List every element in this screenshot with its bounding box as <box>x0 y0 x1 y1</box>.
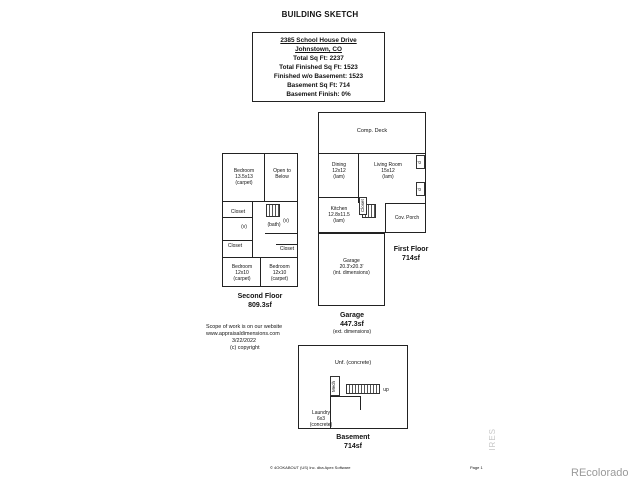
living-room-label: Living Room 15x12 (lam) <box>374 162 402 180</box>
page-title: BUILDING SKETCH <box>281 10 359 19</box>
vanity-label: (v) <box>241 224 247 230</box>
scope-note: Scope of work is on our website www.appr… <box>206 324 283 351</box>
page-number: Page 1 <box>470 465 483 470</box>
stairs-icon <box>266 204 280 217</box>
wall <box>252 201 254 257</box>
basement-outline <box>298 345 408 429</box>
bedroom-right-label: Bedroom 12x10 (carpet) <box>269 264 290 282</box>
kitchen-label: Kitchen 12.8x11.5 (lam) <box>328 206 350 224</box>
bath-label: (bath) <box>267 222 281 228</box>
wall <box>330 396 360 398</box>
porch-label: Cov. Porch <box>394 215 420 221</box>
deck-label: Comp. Deck <box>356 128 388 134</box>
wall <box>222 201 265 203</box>
finished-sqft: Total Finished Sq Ft: 1523 <box>279 64 358 71</box>
wall <box>358 153 360 203</box>
wall <box>222 217 252 219</box>
wall <box>385 203 387 233</box>
closet-marker: cl <box>416 182 425 196</box>
garage-label: Garage 20.3'x20.3' (int. dimensions) <box>333 258 370 276</box>
finished-wo-basement: Finished w/o Basement: 1523 <box>273 73 364 80</box>
stairs-icon <box>346 384 380 394</box>
up-label: up <box>383 387 389 393</box>
basement-finish: Basement Finish: 0% <box>286 91 351 98</box>
wall <box>222 240 252 242</box>
closet-label: Closet <box>230 209 246 215</box>
closet-marker: cl <box>416 155 425 169</box>
recolorado-watermark: REcolorado <box>571 467 629 479</box>
garage-outline <box>318 233 385 306</box>
garage-caption: Garage 447.3sf (ext. dimensions) <box>332 312 372 335</box>
laundry-label: Laundry 6x3 (concrete) <box>309 410 333 428</box>
wall <box>276 244 298 246</box>
wall <box>265 201 298 203</box>
bedroom-top-label: Bedroom 13.5x13 (carpet) <box>233 168 255 186</box>
city: Johnstown, CO <box>295 46 342 53</box>
software-credit: © 4OOKABOUT (US) Inc. dba Apex Software <box>270 465 351 470</box>
basement-sqft: Basement Sq Ft: 714 <box>287 82 350 89</box>
wall <box>385 203 426 205</box>
wall <box>260 257 262 287</box>
unfinished-label: Unf. (concrete) <box>334 360 372 366</box>
first-floor-closet: Closet <box>359 197 367 215</box>
address: 2385 School House Drive <box>280 37 357 44</box>
second-floor-caption: Second Floor 809.3sf <box>237 293 283 309</box>
wall <box>330 396 332 429</box>
wall <box>360 396 362 410</box>
vanity-label-2: (v) <box>283 218 289 224</box>
ires-logo: IRES <box>488 428 497 451</box>
open-to-below-label: Open to Below <box>273 168 291 180</box>
first-floor-outline <box>318 153 426 233</box>
closet-label-3: Closet <box>279 246 295 252</box>
bedroom-left-label: Bedroom 12x10 (carpet) <box>231 264 253 282</box>
dining-label: Dining 12x12 (lam) <box>331 162 347 180</box>
mech-label: Mech <box>330 376 340 396</box>
first-floor-caption: First Floor 714sf <box>393 246 429 262</box>
sketch-page <box>148 0 500 480</box>
basement-caption: Basement 714sf <box>336 434 370 450</box>
info-box: 2385 School House Drive Johnstown, CO To… <box>252 32 385 102</box>
wall <box>318 197 358 199</box>
wall <box>265 233 298 235</box>
total-sqft: Total Sq Ft: 2237 <box>293 55 344 62</box>
wall <box>264 153 266 201</box>
closet-label-2: Closet <box>227 243 243 249</box>
